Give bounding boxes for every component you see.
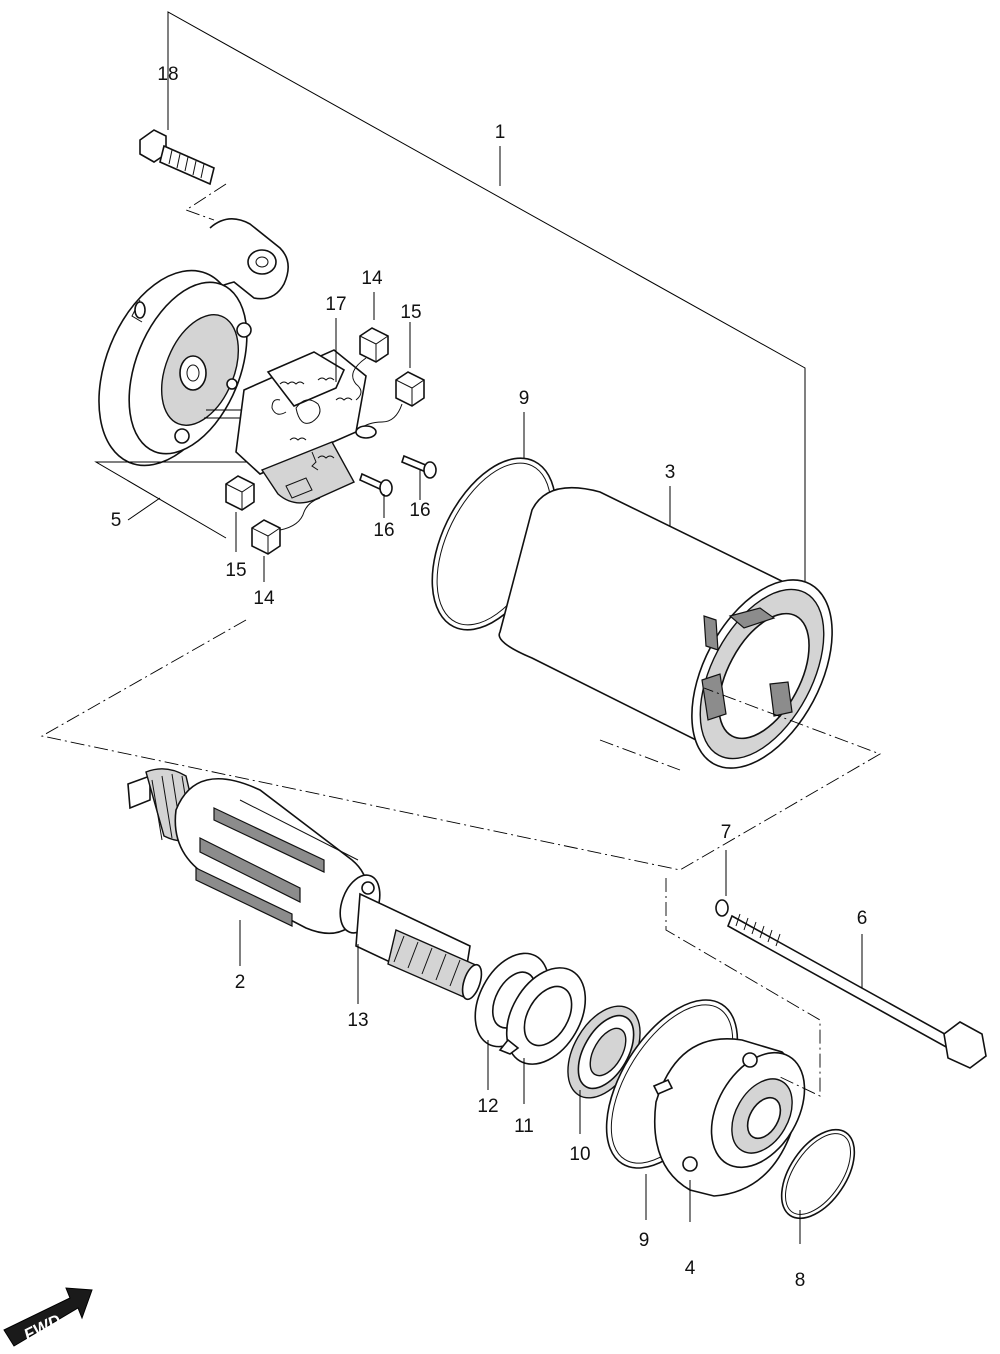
armature-2 [127,768,381,966]
callout-9-lower: 9 [639,1230,650,1251]
callout-3: 3 [665,462,676,483]
brush-14-bottom [251,497,321,582]
callout-15-top: 15 [400,302,421,323]
yoke-housing-3 [498,486,833,769]
end-cover-5 [98,218,289,467]
bolt-18 [139,92,227,221]
armature-bracket [40,619,882,871]
callout-15-bottom: 15 [225,560,246,581]
shaft-13 [355,892,483,1004]
callout-13: 13 [347,1010,368,1031]
callout-6: 6 [857,908,868,929]
callout-14-top: 14 [361,268,383,289]
callout-14-bottom: 14 [253,588,275,609]
callout-4: 4 [685,1258,696,1279]
callout-1: 1 [495,122,506,143]
washer-11 [498,967,587,1104]
callout-12: 12 [477,1096,498,1117]
brush-14-top [352,292,389,401]
callout-8: 8 [795,1270,806,1291]
o-ring-8 [780,1128,856,1244]
callout-9-upper: 9 [519,388,530,409]
callout-16-right: 16 [409,500,430,521]
callout-5: 5 [111,510,122,531]
callout-18: 18 [157,64,178,85]
callout-11: 11 [514,1116,534,1137]
callout-labels: 18 1 14 15 17 9 3 5 16 16 15 14 7 6 2 13… [111,64,868,1291]
screw-16-lower [359,472,393,518]
callout-17: 17 [325,294,346,315]
assembly-bracket-1 [167,11,806,592]
fwd-direction-badge: FWD [3,1287,93,1347]
screw-16-upper [401,454,437,500]
brush-15-bottom [225,475,255,552]
callout-10: 10 [569,1144,590,1165]
callout-16-left: 16 [373,520,394,541]
brush-holder-17 [235,318,367,504]
callout-2: 2 [235,972,246,993]
front-cover-4 [652,1038,806,1222]
callout-7: 7 [721,822,732,843]
brush-15-top [355,322,425,439]
bolt-bracket-6-7 [665,850,987,1097]
